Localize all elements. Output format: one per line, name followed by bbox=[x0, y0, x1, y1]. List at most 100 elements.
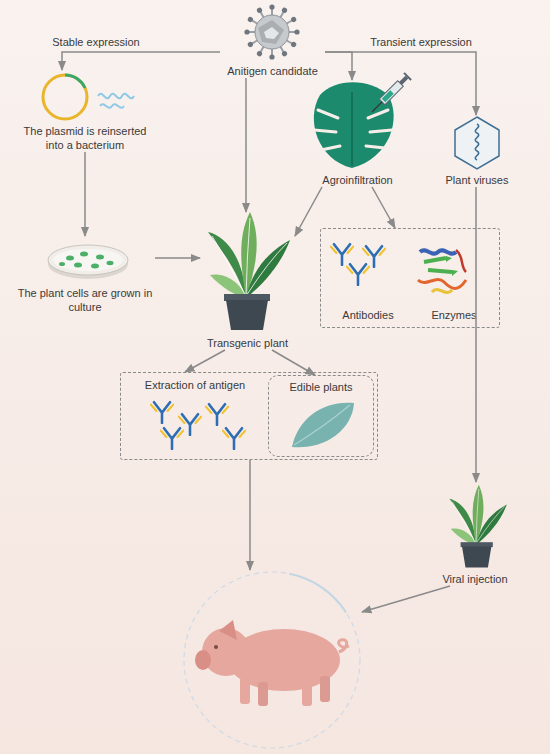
plant-virus-illustration-part bbox=[455, 117, 499, 169]
plant-virus-illustration bbox=[455, 117, 499, 169]
viral-injection-plant bbox=[449, 485, 506, 568]
edge-label: Transient expression bbox=[356, 35, 486, 49]
pig-illustration-part bbox=[195, 650, 211, 670]
pig-illustration-part bbox=[302, 680, 312, 706]
circle-outline bbox=[182, 570, 362, 750]
flow-arrow bbox=[185, 350, 225, 372]
circle-outline bbox=[184, 572, 360, 748]
extracted-antibodies-part bbox=[151, 402, 173, 423]
virus-illustration-part-part bbox=[247, 16, 254, 23]
pig-illustration bbox=[195, 620, 349, 706]
flow-arrow bbox=[272, 350, 315, 375]
node-text: Enzymes bbox=[411, 308, 497, 322]
node-text: Anitigen candidate bbox=[220, 64, 325, 78]
edge-label: Stable expression bbox=[36, 35, 156, 49]
node-text: Antibodies bbox=[325, 308, 411, 322]
antibodies-enzymes-illustration-part bbox=[446, 256, 458, 276]
virus-illustration-part-part bbox=[244, 29, 249, 34]
flow-arrow bbox=[84, 152, 86, 236]
node-text: Edible plants bbox=[269, 380, 373, 394]
virus-illustration-part-part bbox=[269, 4, 274, 9]
transgenic-plant-illustration bbox=[208, 212, 290, 330]
node-text: The plasmid is reinserted into a bacteri… bbox=[15, 124, 155, 152]
petri-dish-illustration-part bbox=[80, 252, 88, 257]
agroinfiltration-leaf-part-part bbox=[382, 90, 394, 102]
antibodies-enzymes-illustration-part bbox=[432, 289, 452, 292]
antibodies-enzymes-illustration-part bbox=[347, 264, 369, 285]
transgenic-plant-illustration-part bbox=[208, 212, 290, 330]
agroinfiltration-leaf-part-part bbox=[372, 102, 382, 112]
virus-illustration-part-part bbox=[281, 50, 288, 57]
pig-illustration-part bbox=[240, 678, 250, 704]
plasmid-node: The plasmid is reinserted into a bacteri… bbox=[15, 70, 155, 152]
flow-arrow bbox=[62, 52, 220, 70]
antibodies-enzymes-illustration-part bbox=[418, 279, 466, 288]
flow-arrow bbox=[475, 187, 477, 482]
viral-injection-plant-part bbox=[449, 485, 506, 568]
node-text: Agroinfiltration bbox=[305, 173, 410, 187]
plant-virus-illustration-part bbox=[475, 124, 478, 160]
agroinfiltration-node: Agroinfiltration bbox=[305, 80, 410, 187]
node-text: Viral injection bbox=[425, 572, 525, 586]
virus-illustration-part-part bbox=[256, 50, 263, 57]
viral-injection-node: Viral injection bbox=[425, 482, 525, 586]
virus-illustration-part bbox=[255, 15, 289, 49]
petri-dish-illustration-part bbox=[96, 255, 104, 260]
transgenic-plant-node: Transgenic plant bbox=[200, 212, 295, 350]
flow-arrow bbox=[362, 586, 450, 612]
pig-illustration-part bbox=[320, 676, 330, 702]
culture-node: The plant cells are grown in culture bbox=[15, 236, 155, 314]
extraction-box: Edible plantsExtraction of antigen bbox=[120, 372, 378, 460]
petri-dish-illustration-part bbox=[107, 261, 114, 265]
flow-arrow bbox=[325, 52, 352, 80]
antigen-node: Anitigen candidate bbox=[220, 4, 325, 78]
node-text: The plant cells are grown in culture bbox=[15, 286, 155, 314]
virus-illustration bbox=[244, 4, 299, 59]
virus-illustration-part bbox=[269, 4, 274, 15]
agroinfiltration-leaf-part bbox=[314, 110, 392, 150]
extracted-antibodies-part bbox=[161, 428, 183, 449]
circle-accent bbox=[289, 573, 347, 613]
antibodies-enzymes-illustration-part bbox=[420, 250, 456, 253]
antibodies-enzymes-illustration-part bbox=[331, 244, 353, 265]
recipient-circle bbox=[182, 570, 362, 750]
pig-illustration-part bbox=[258, 682, 268, 706]
petri-dish-illustration-part bbox=[59, 262, 65, 266]
virus-illustration-part bbox=[244, 29, 255, 34]
petri-dish-illustration-part bbox=[66, 256, 74, 261]
virus-illustration-part bbox=[269, 49, 274, 60]
plasmid-illustration-part bbox=[43, 75, 87, 119]
extracted-antibodies-part bbox=[206, 404, 228, 425]
edible-leaf bbox=[292, 403, 354, 448]
virus-illustration-part-part bbox=[290, 41, 297, 48]
flow-arrow bbox=[295, 187, 322, 236]
petri-dish-illustration-part bbox=[74, 263, 82, 268]
flow-arrow bbox=[155, 257, 200, 259]
edible-plants-box: Edible plants bbox=[268, 375, 374, 457]
agroinfiltration-leaf-part-part bbox=[403, 72, 411, 80]
antibodies-enzymes-illustration-part bbox=[363, 246, 385, 267]
edible-leaf-part bbox=[292, 403, 354, 448]
plasmid-illustration-part bbox=[98, 94, 134, 99]
agroinfiltration-leaf-part bbox=[369, 72, 412, 115]
agroinfiltration-leaf bbox=[314, 72, 412, 168]
virus-illustration-part-part bbox=[294, 29, 299, 34]
agroinfiltration-leaf-part-part bbox=[379, 81, 403, 105]
virus-illustration-part-part bbox=[290, 16, 297, 23]
flow-arrow bbox=[249, 460, 251, 570]
virus-illustration-part bbox=[264, 27, 279, 39]
antibodies-enzymes-illustration bbox=[331, 244, 466, 292]
virus-illustration-part-part bbox=[256, 7, 263, 14]
pig-illustration-part bbox=[339, 640, 349, 652]
petri-dish-illustration-part bbox=[91, 264, 99, 269]
flow-arrow bbox=[372, 187, 395, 228]
pig-illustration-part bbox=[202, 628, 250, 676]
flow-arrow bbox=[325, 52, 476, 115]
plant-virus-node: Plant viruses bbox=[432, 115, 522, 187]
virus-illustration-part-part bbox=[269, 54, 274, 59]
pig-illustration-part bbox=[219, 620, 237, 640]
